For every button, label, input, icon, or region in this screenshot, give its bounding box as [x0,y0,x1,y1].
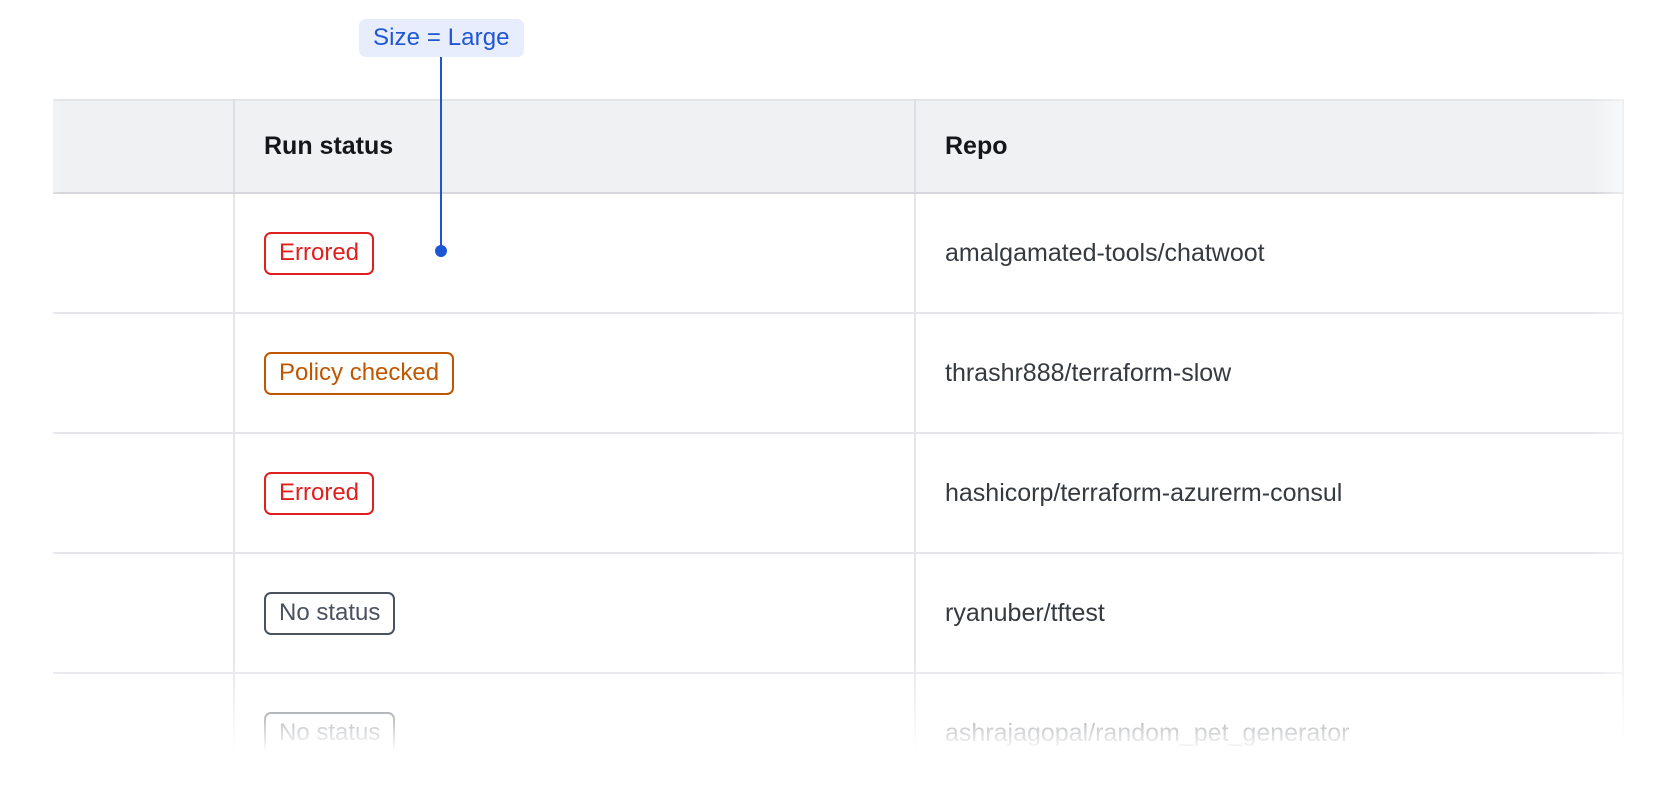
table-row[interactable]: No status ashrajagopal/random_pet_genera… [53,673,1624,788]
status-badge[interactable]: Errored [264,471,375,515]
table-row[interactable]: No status ryanuber/tftest [53,553,1624,674]
row-select-cell[interactable] [53,313,235,434]
run-status-cell: No status [234,553,916,674]
row-select-cell[interactable] [53,193,235,314]
table-row[interactable]: Policy checked thrashr888/terraform-slow [53,313,1624,434]
status-badge[interactable]: Errored [264,231,375,275]
column-header-select[interactable] [53,99,235,194]
repo-cell[interactable]: thrashr888/terraform-slow [915,313,1624,434]
repo-cell[interactable]: ashrajagopal/random_pet_generator [915,673,1624,788]
table-row[interactable]: Errored hashicorp/terraform-azurerm-cons… [53,433,1624,554]
table-header-row: Run status Repo [53,99,1624,194]
row-select-cell[interactable] [53,553,235,674]
status-badge[interactable]: No status [264,591,396,635]
column-header-run-status[interactable]: Run status [234,99,916,194]
annotation-callout-label: Size = Large [359,19,524,57]
status-badge[interactable]: Policy checked [264,351,455,395]
run-status-cell: No status [234,673,916,788]
table-header: Run status Repo [53,99,1624,194]
table-body: Errored amalgamated-tools/chatwoot Polic… [53,193,1624,788]
repo-cell[interactable]: hashicorp/terraform-azurerm-consul [915,433,1624,554]
table-row[interactable]: Errored amalgamated-tools/chatwoot [53,193,1624,314]
table-scroll-container[interactable]: Run status Repo Errored amalgamated-tool… [53,99,1672,788]
run-status-cell: Errored [234,433,916,554]
status-badge[interactable]: No status [264,711,396,755]
run-status-cell: Errored [234,193,916,314]
repo-cell[interactable]: ryanuber/tftest [915,553,1624,674]
row-select-cell[interactable] [53,433,235,554]
run-status-cell: Policy checked [234,313,916,434]
row-select-cell[interactable] [53,673,235,788]
column-header-repo[interactable]: Repo [915,99,1624,194]
runs-table: Run status Repo Errored amalgamated-tool… [53,99,1624,788]
annotation-connector-line [440,57,442,249]
repo-cell[interactable]: amalgamated-tools/chatwoot [915,193,1624,314]
annotation-endpoint-dot [435,245,447,257]
